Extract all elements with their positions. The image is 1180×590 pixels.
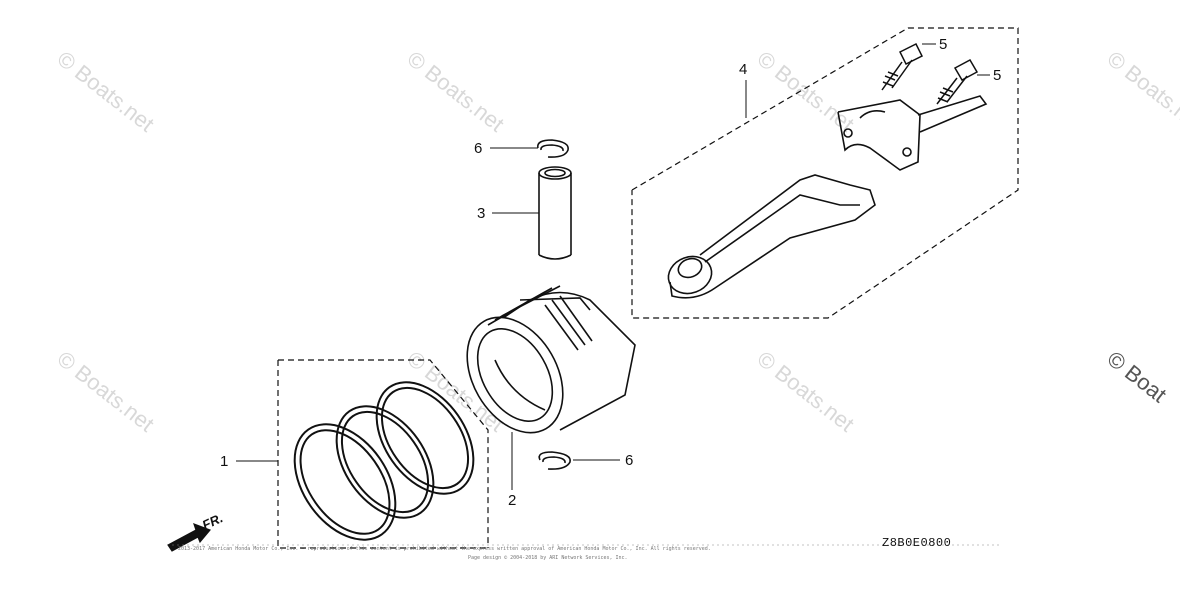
callout-piston: 2 [508, 492, 517, 509]
pin-clip-top [536, 139, 569, 158]
callout-pin-clip-top: 6 [474, 140, 483, 157]
callout-ring-set: 1 [220, 453, 229, 470]
rod-bolt-lower [936, 58, 979, 105]
callout-pin-clip-bottom: 6 [625, 452, 634, 469]
diagram-code: Z8B0E0800 [882, 536, 952, 550]
page-design-line: Page design © 2004-2018 by ARI Network S… [468, 555, 628, 561]
callout-bolt-lower: 5 [993, 67, 1002, 84]
piston-ring-oil [293, 423, 397, 541]
callout-piston-pin: 3 [477, 205, 486, 222]
front-arrow-icon [167, 522, 212, 552]
piston-ring-second [335, 405, 435, 519]
leader-lines [236, 43, 990, 490]
piston-ring-top [375, 381, 475, 495]
pin-clip-bottom [538, 451, 571, 470]
copyright-line: 2013-2017 American Honda Motor Co., Inc.… [178, 546, 711, 552]
piston-pin [538, 166, 572, 260]
connecting-rod-box [631, 27, 1019, 319]
piston [466, 285, 636, 434]
rod-bolt-upper [881, 42, 924, 91]
ring-set-box [277, 359, 489, 549]
callout-connecting-rod: 4 [739, 61, 748, 78]
callout-bolt-upper: 5 [939, 36, 948, 53]
connecting-rod [667, 95, 988, 299]
